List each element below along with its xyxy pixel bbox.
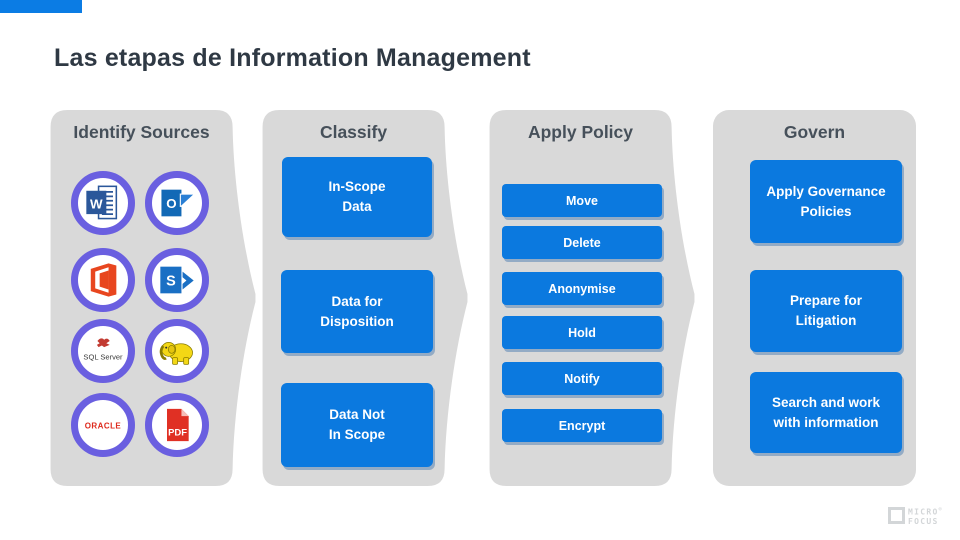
office-icon-badge	[71, 248, 135, 312]
classify-box-data-for-disposition: Data for Disposition	[281, 270, 433, 353]
policy-action-delete: Delete	[502, 226, 662, 259]
pdf-label: PDF	[168, 428, 187, 439]
pdf-icon-badge: PDF	[145, 393, 209, 457]
oracle-icon-badge: ORACLE	[71, 393, 135, 457]
logo-registered-mark: ®	[938, 507, 943, 513]
column-header-apply-policy: Apply Policy	[527, 122, 634, 142]
column-header-identify-sources: Identify Sources	[73, 122, 210, 142]
micro-focus-logo-icon	[888, 507, 905, 525]
sharepoint-icon: S	[160, 266, 194, 294]
govern-box-apply-governance-policies: Apply Governance Policies	[750, 160, 902, 243]
govern-box-search-and-work: Search and work with information	[750, 372, 902, 453]
oracle-label: ORACLE	[85, 421, 122, 430]
sharepoint-icon-badge: S	[145, 248, 209, 312]
logo-line1: MICRO	[908, 507, 939, 517]
hadoop-icon-badge	[145, 319, 209, 383]
policy-action-anonymise: Anonymise	[502, 272, 662, 305]
govern-box-prepare-for-litigation: Prepare for Litigation	[750, 270, 902, 352]
logo-line2: FOCUS	[908, 516, 939, 526]
word-icon-badge: W	[71, 171, 135, 235]
policy-action-encrypt: Encrypt	[502, 409, 662, 442]
sharepoint-letter: S	[166, 274, 176, 290]
oracle-icon: ORACLE	[85, 421, 122, 430]
outlook-icon-badge: O	[145, 171, 209, 235]
word-icon: W	[86, 185, 118, 220]
sql-server-icon: SQL Server	[83, 338, 123, 361]
classify-box-data-not-in-scope: Data Not In Scope	[281, 383, 433, 467]
hadoop-icon	[159, 341, 193, 365]
slide-title: Las etapas de Information Management	[54, 44, 531, 72]
column-header-classify: Classify	[319, 122, 388, 142]
micro-focus-logo-text: MICRO® FOCUS	[908, 506, 943, 526]
policy-action-notify: Notify	[502, 362, 662, 395]
column-header-govern: Govern	[783, 122, 846, 142]
office-icon	[90, 263, 117, 297]
sql-server-label: SQL Server	[83, 352, 123, 361]
accent-bar	[0, 0, 82, 13]
outlook-letter: O	[166, 196, 176, 211]
word-letter: W	[90, 197, 103, 212]
policy-action-hold: Hold	[502, 316, 662, 349]
sql-server-icon-badge: SQL Server	[71, 319, 135, 383]
policy-action-move: Move	[502, 184, 662, 217]
outlook-icon: O	[161, 189, 195, 217]
pdf-icon: PDF	[167, 408, 189, 442]
classify-box-in-scope-data: In-Scope Data	[282, 157, 432, 237]
micro-focus-logo: MICRO® FOCUS	[888, 506, 943, 526]
